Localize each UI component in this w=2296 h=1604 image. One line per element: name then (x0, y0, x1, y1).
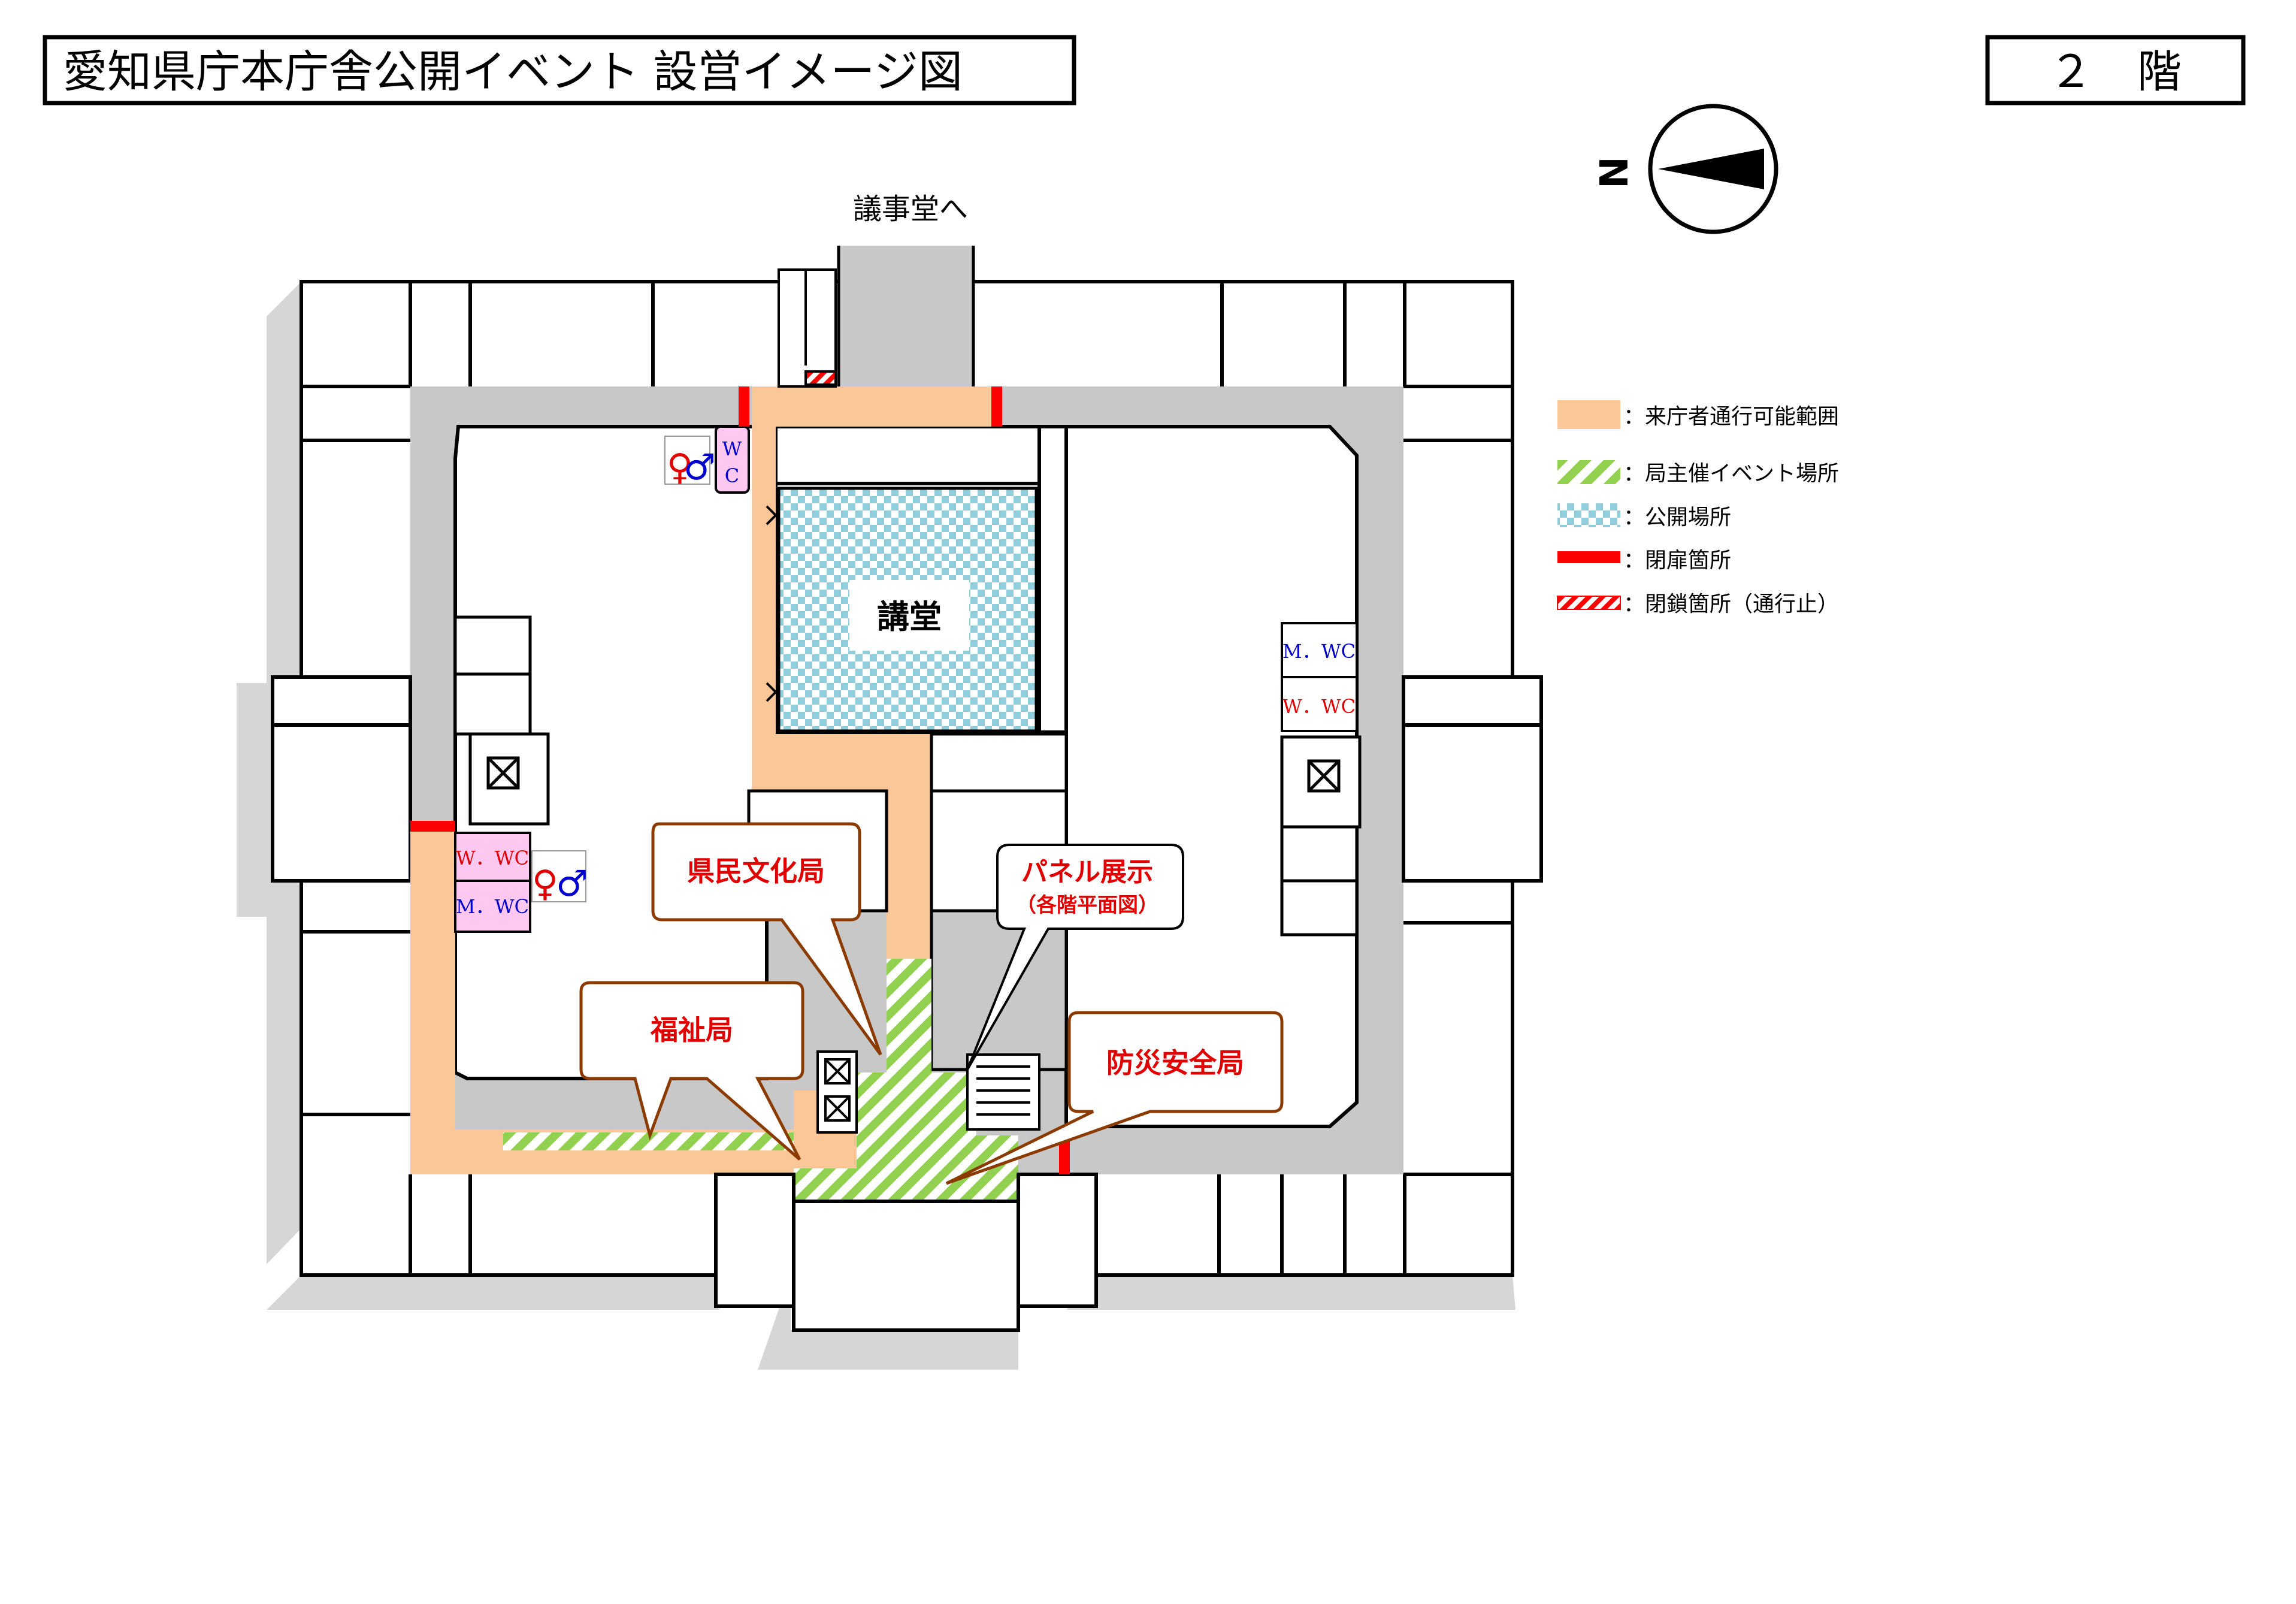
men-icon: ♂ (683, 446, 716, 488)
assembly-connector: 議事堂へ (837, 192, 975, 386)
callout-bousai-label: 防災安全局 (1106, 1047, 1244, 1079)
svg-text:：閉扉箇所: ：閉扉箇所 (1623, 548, 1731, 573)
wc-east: M．WC W．WC (1281, 622, 1358, 732)
wc-north: W C ♀ ♂ (664, 425, 750, 494)
callout-fukushi-label: 福祉局 (650, 1014, 733, 1046)
floor-box: ２ 階 (1985, 35, 2246, 105)
legend: ：来庁者通行可能範囲 ：局主催イベント場所 ：公開場所 ：閉扉箇所 ：閉鎖箇所（… (1557, 400, 1839, 617)
legend-item-visitor: ：来庁者通行可能範囲 (1557, 400, 1839, 429)
callout-panel-title: パネル展示 (1021, 857, 1153, 887)
callout-bousai: 防災安全局 (945, 1011, 1284, 1185)
legend-item-closed: ：閉鎖箇所（通行止） (1557, 592, 1839, 617)
svg-text:C: C (725, 464, 739, 487)
closed-passage-marker (804, 370, 837, 386)
callout-kenmin: 県民文化局 (651, 822, 882, 1056)
wc-west: W．WC M．WC ♀ ♂ (454, 832, 588, 933)
south-entrance (714, 1173, 1098, 1332)
wc-east-men: M．WC (1282, 640, 1356, 663)
callout-panel-sub: （各階平面図） (1016, 893, 1158, 917)
women-icon: ♀ (532, 863, 558, 905)
svg-text:W: W (722, 437, 742, 460)
callout-fukushi: 福祉局 (579, 981, 804, 1161)
men-icon: ♂ (556, 863, 588, 905)
event-areas (503, 959, 1018, 1201)
east-wing (1402, 675, 1543, 883)
north-arrow-icon (1658, 149, 1764, 189)
to-assembly-label: 議事堂へ (853, 192, 968, 226)
title-box: 愛知県庁本庁舎公開イベント 設営イメージ図 (43, 35, 1076, 105)
door-swing-icons (766, 505, 778, 702)
svg-text:：来庁者通行可能範囲: ：来庁者通行可能範囲 (1623, 404, 1839, 429)
callout-panel: パネル展示 （各階平面図） (966, 844, 1184, 1070)
compass: N (1590, 104, 1778, 234)
svg-text:：公開場所: ：公開場所 (1623, 505, 1731, 530)
auditorium-label: 講堂 (877, 598, 942, 636)
east-core (1280, 735, 1362, 937)
stairs-south (816, 1050, 1040, 1134)
svg-text:：局主催イベント場所: ：局主催イベント場所 (1623, 461, 1839, 486)
women-icon: ♀ (667, 446, 693, 488)
west-wing (271, 675, 412, 883)
auditorium: 講堂 (777, 487, 1038, 733)
closed-doors (410, 386, 1070, 1174)
wc-west-men: M．WC (456, 895, 529, 918)
north-stair (778, 268, 837, 388)
legend-item-door: ：閉扉箇所 (1557, 548, 1731, 573)
wc-west-women: W．WC (456, 847, 529, 869)
svg-text:：閉鎖箇所（通行止）: ：閉鎖箇所（通行止） (1623, 592, 1839, 617)
legend-item-event: ：局主催イベント場所 (1557, 460, 1839, 486)
page-title: 愛知県庁本庁舎公開イベント 設営イメージ図 (63, 46, 963, 98)
legend-item-public: ：公開場所 (1557, 503, 1731, 530)
wc-east-women: W．WC (1282, 695, 1356, 718)
floor-label: ２ 階 (2049, 46, 2182, 98)
north-label: N (1590, 156, 1634, 189)
callout-kenmin-label: 県民文化局 (687, 855, 825, 887)
west-core (453, 615, 550, 826)
